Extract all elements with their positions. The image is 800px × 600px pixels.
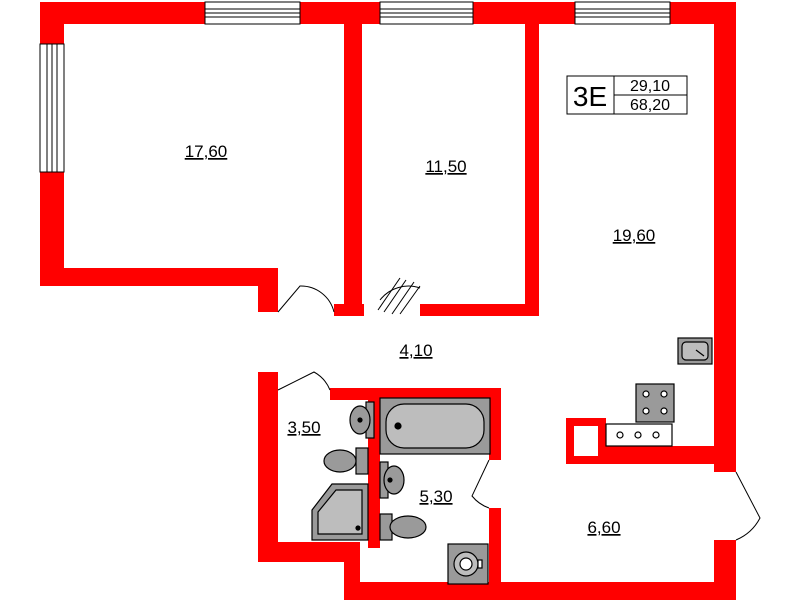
bathtub-icon — [379, 397, 491, 455]
washing-machine-icon — [447, 543, 489, 585]
window-icon — [574, 1, 671, 25]
wall-bath-right-lower — [489, 508, 501, 600]
toilet-icon — [379, 513, 427, 541]
door-icon — [735, 471, 761, 541]
sink-icon — [349, 401, 375, 439]
room-area-bedroom-1: 17,60 — [185, 142, 228, 161]
sink-icon — [379, 461, 405, 499]
wall-hall-left — [258, 268, 278, 312]
room-area-kitchen: 6,60 — [587, 518, 620, 537]
walls — [40, 2, 736, 600]
wall-kitchen-block-inner — [574, 426, 598, 456]
kitchen-sink-icon — [677, 337, 713, 365]
wall-kitchen-counter — [600, 446, 736, 464]
wall-partition-1 — [344, 2, 362, 316]
wall-toilet-bottom — [258, 542, 360, 562]
room-area-bathroom: 5,30 — [419, 487, 452, 506]
doors — [277, 277, 761, 541]
apartment-badge: 3Е 29,10 68,20 — [566, 75, 688, 115]
wall-right-upper — [714, 2, 736, 472]
wall-right-lower — [714, 540, 736, 600]
windows — [39, 1, 671, 173]
shower-icon — [311, 483, 369, 541]
wall-room1-bottom — [40, 268, 278, 286]
room-labels: 17,60 11,50 19,60 4,10 3,50 5,30 6,60 — [185, 142, 656, 537]
wall-room2-bottom — [420, 304, 539, 316]
door-icon — [471, 459, 490, 509]
wall-bottom — [344, 582, 736, 600]
wall-left-upper — [40, 2, 64, 44]
living-area-value: 29,10 — [630, 78, 670, 95]
stove-icon — [635, 383, 675, 423]
wall-partition-1-foot — [334, 304, 364, 316]
wall-top-mid2 — [473, 2, 575, 24]
wall-left-lower — [40, 172, 64, 284]
wall-bath-right-upper — [489, 388, 501, 460]
total-area-value: 68,20 — [630, 97, 670, 114]
window-icon — [379, 1, 474, 25]
window-icon — [204, 1, 301, 25]
wall-toilet-left — [258, 372, 278, 562]
room-area-toilet: 3,50 — [287, 418, 320, 437]
wall-top-left — [40, 2, 205, 24]
door-icon — [377, 277, 421, 315]
wall-top-mid — [300, 2, 380, 24]
wall-partition-2 — [525, 2, 539, 316]
door-icon — [277, 285, 335, 313]
window-icon — [39, 43, 65, 173]
room-area-hallway: 4,10 — [399, 341, 432, 360]
wall-toilet-top-stub — [258, 388, 270, 402]
door-icon — [277, 371, 331, 391]
wall-bottom-left-stub — [344, 542, 360, 600]
fixtures — [311, 337, 713, 585]
room-area-living-room: 19,60 — [613, 226, 656, 245]
apartment-type-label: 3Е — [573, 81, 607, 112]
kitchen-counter — [605, 423, 673, 447]
room-area-bedroom-2: 11,50 — [425, 157, 466, 176]
toilet-icon — [323, 447, 369, 475]
